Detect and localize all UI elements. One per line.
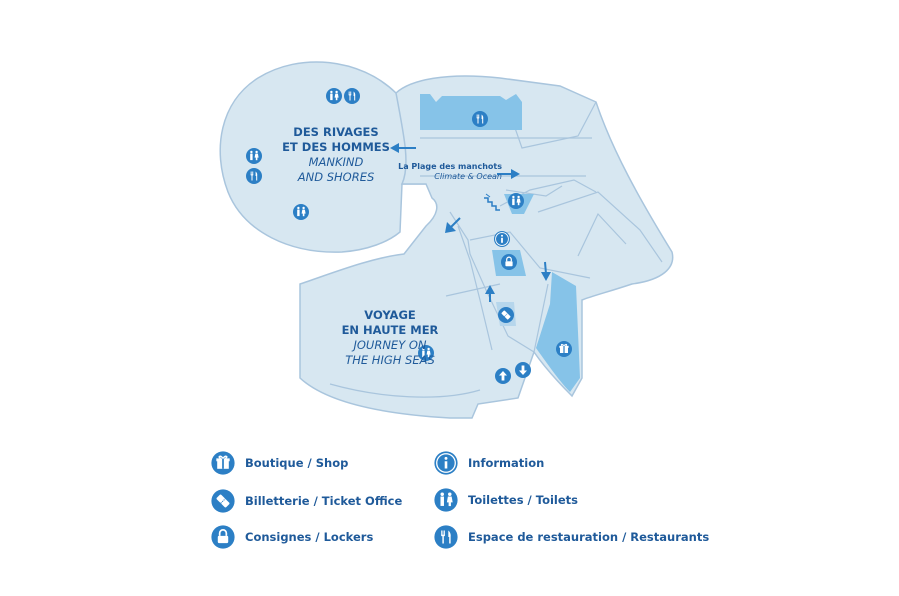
zone-voyage-subtitle-1: JOURNEY ON: [353, 338, 427, 352]
arrow-up-left: [445, 217, 461, 233]
arrow-right-corridor: [497, 169, 520, 179]
restaurant-icon-rivages-2: [246, 168, 262, 184]
legend-shop: Boutique / Shop: [210, 450, 348, 476]
zone-rivages-label: DES RIVAGES ET DES HOMMES MANKIND AND SH…: [266, 125, 406, 185]
legend-lockers-label: Consignes / Lockers: [245, 530, 374, 544]
ticket-icon-main: [497, 306, 515, 324]
legend-info: Information: [433, 450, 544, 476]
corridor-label-en: Climate & Ocean: [434, 172, 502, 181]
toilets-icon-main: [508, 193, 524, 209]
info-icon: [433, 450, 459, 476]
stairs-icon: [484, 193, 500, 211]
legend-ticket: Billetterie / Ticket Office: [210, 488, 402, 514]
arrow-left-rivages: [390, 143, 416, 153]
legend-restaurants-label: Espace de restauration / Restaurants: [468, 530, 710, 544]
legend-ticket-label: Billetterie / Ticket Office: [245, 494, 403, 508]
zone-voyage-subtitle-2: THE HIGH SEAS: [345, 353, 435, 367]
zone-voyage-label: VOYAGE EN HAUTE MER JOURNEY ON THE HIGH …: [320, 308, 460, 368]
lock-icon: [210, 524, 236, 550]
restaurant-icon: [434, 525, 458, 549]
main-floor: [299, 75, 674, 419]
restaurant-icon-main: [472, 111, 488, 127]
legend-shop-label: Boutique / Shop: [245, 456, 349, 470]
toilets-icon: [434, 488, 458, 512]
direction-arrows: [390, 143, 551, 302]
zone-voyage-title-2: EN HAUTE MER: [341, 323, 439, 337]
shop-area: [536, 272, 580, 392]
legend-toilets-label: Toilettes / Toilets: [468, 493, 578, 507]
corridor-label-fr: La Plage des manchots: [398, 162, 502, 171]
legend-restaurants: Espace de restauration / Restaurants: [433, 524, 709, 550]
toilets-icon-rivages-3: [293, 204, 309, 220]
map-inner-lines: [329, 101, 663, 398]
shop-icon-main: [555, 340, 573, 358]
corridor-label: La Plage des manchots Climate & Ocean: [392, 162, 502, 182]
gift-icon: [210, 450, 236, 476]
zone-voyage-title-1: VOYAGE: [364, 308, 416, 322]
lockers-icon-main: [500, 253, 518, 271]
toilets-icon-rivages: [326, 88, 342, 104]
zone-rivages-title-2: ET DES HOMMES: [282, 140, 390, 154]
restaurant-icon-rivages: [344, 88, 360, 104]
ticket-icon: [210, 488, 236, 514]
legend-info-label: Information: [468, 456, 545, 470]
arrow-down: [541, 261, 551, 281]
zone-rivages-title-1: DES RIVAGES: [293, 125, 379, 139]
info-icon-main: [493, 230, 511, 248]
arrow-up: [485, 285, 495, 302]
restaurant-area: [420, 94, 522, 130]
zone-rivages-subtitle-2: AND SHORES: [297, 170, 375, 184]
toilets-icon-rivages-2: [246, 148, 262, 164]
zone-rivages-subtitle-1: MANKIND: [308, 155, 364, 169]
legend-toilets: Toilettes / Toilets: [433, 487, 578, 513]
legend-lockers: Consignes / Lockers: [210, 524, 373, 550]
elevator-up-icon: [495, 368, 511, 384]
elevator-down-icon: [515, 362, 531, 378]
